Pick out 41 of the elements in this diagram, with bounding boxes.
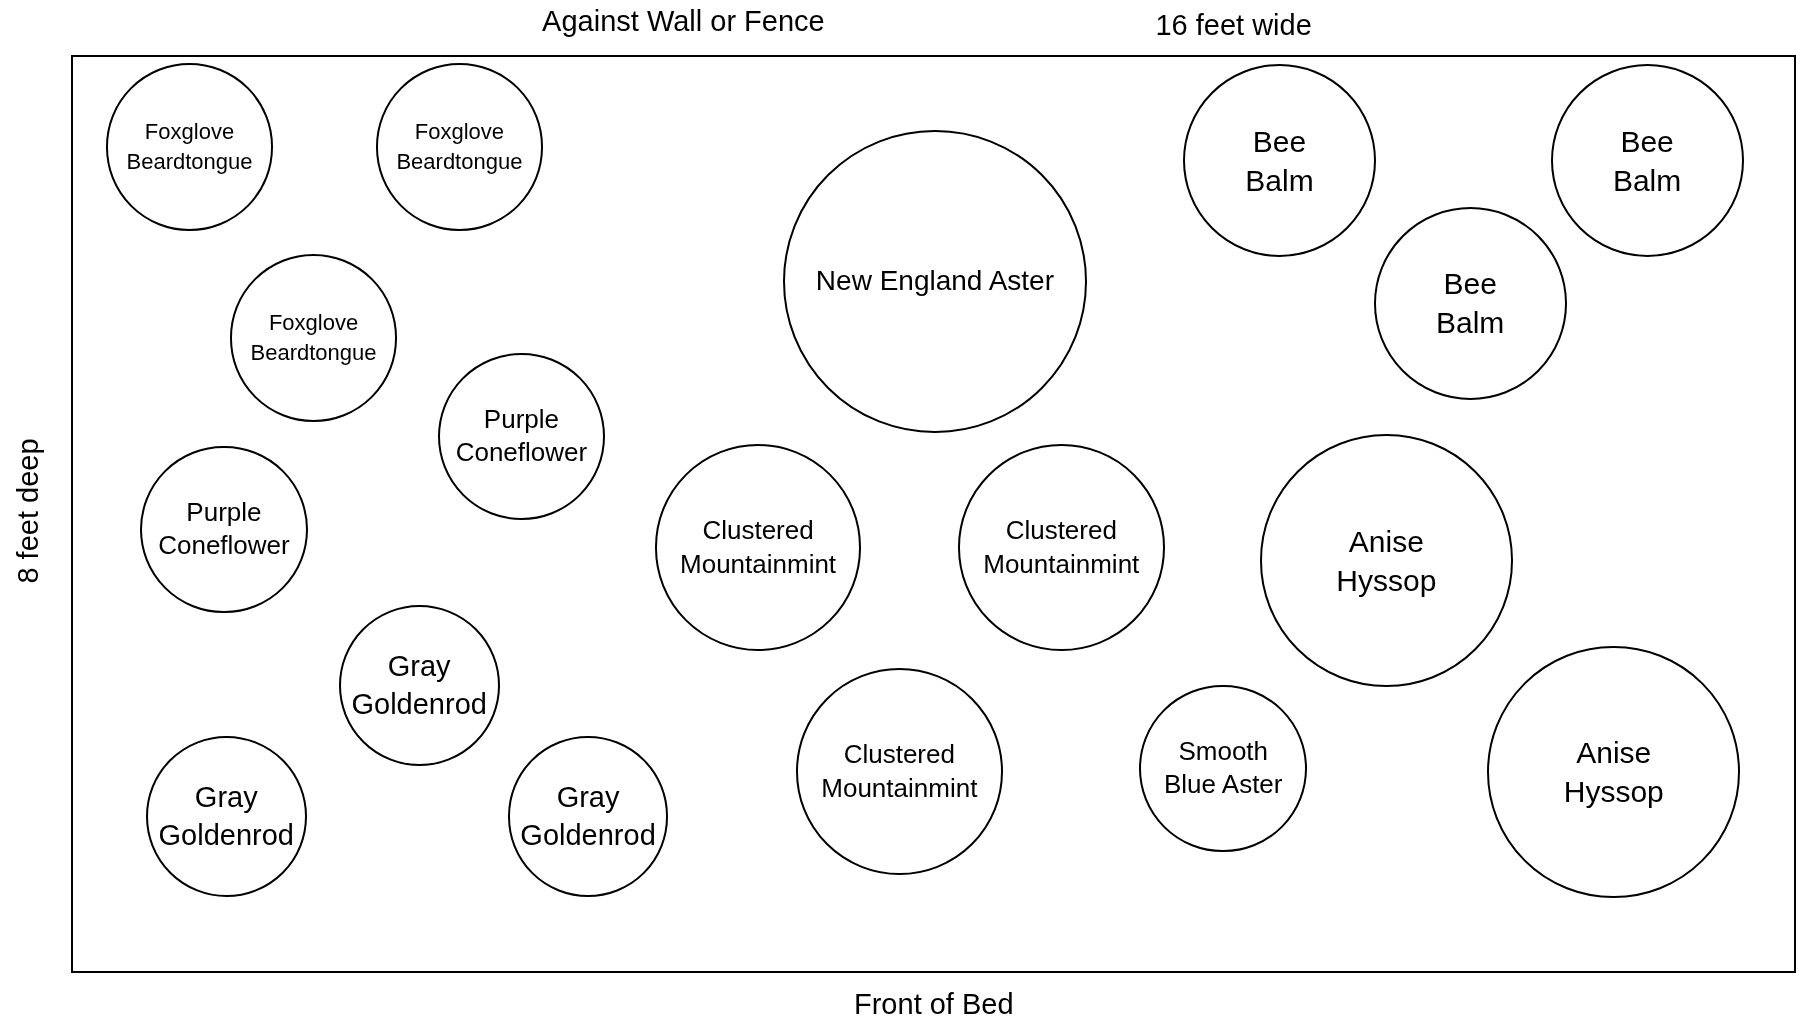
plant-circle	[957, 444, 1165, 652]
plant-circle	[437, 352, 606, 521]
plant-circle	[795, 668, 1003, 876]
plant-label: Gray Goldenrod	[519, 779, 657, 853]
plant-circle	[1139, 684, 1308, 853]
plant-circle	[783, 129, 1087, 433]
plant-label: Foxglove Beardtongue	[125, 118, 254, 176]
plant-circle	[1487, 645, 1741, 899]
plant-label: Foxglove Beardtongue	[395, 118, 524, 176]
plant-label: Anise Hyssop	[1335, 523, 1438, 599]
plant-label: Foxglove Beardtongue	[249, 309, 378, 367]
plant-label: Smooth Blue Aster	[1162, 734, 1284, 802]
plant-label: New England Aster	[815, 264, 1054, 299]
depth-dimension: 8 feet deep	[11, 438, 45, 584]
plant-circle	[1260, 434, 1513, 687]
plant-label: Anise Hyssop	[1562, 734, 1665, 810]
plant-label: Purple Coneflower	[157, 495, 291, 563]
plant-label: Bee Balm	[1611, 123, 1683, 199]
plant-circle	[654, 444, 862, 652]
plant-label: Clustered Mountainmint	[982, 514, 1141, 581]
garden-bed	[71, 55, 1797, 973]
plant-circle	[507, 736, 669, 898]
plant-label: Gray Goldenrod	[350, 649, 488, 722]
front-label: Front of Bed	[854, 987, 1014, 1021]
plant-label: Clustered Mountainmint	[820, 738, 979, 805]
plant-circle	[375, 63, 544, 231]
plant-circle	[1550, 64, 1744, 258]
plant-label: Purple Coneflower	[454, 402, 589, 470]
plant-circle	[145, 736, 307, 898]
plant-label: Bee Balm	[1435, 266, 1506, 342]
plant-circle	[229, 253, 398, 422]
wall-label: Against Wall or Fence	[542, 4, 825, 38]
plant-label: Gray Goldenrod	[157, 779, 295, 853]
plant-circle	[338, 605, 500, 767]
width-dimension: 16 feet wide	[1155, 8, 1312, 42]
plant-circle	[1373, 206, 1567, 400]
plant-circle	[105, 63, 274, 231]
plant-label: Bee Balm	[1244, 123, 1315, 199]
plant-circle	[1183, 64, 1376, 258]
plant-circle	[140, 445, 308, 614]
plant-label: Clustered Mountainmint	[679, 514, 838, 581]
